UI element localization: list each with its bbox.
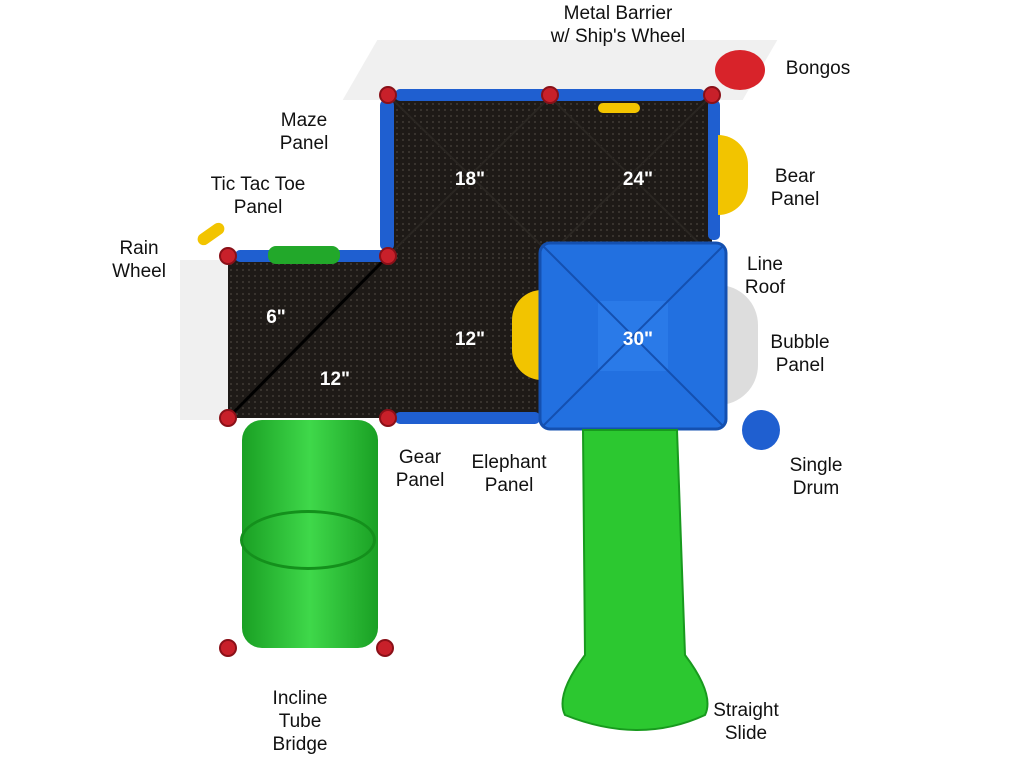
deck-height: 30": [622, 329, 654, 350]
post: [379, 409, 397, 427]
deck-upper: [388, 95, 712, 255]
elephant-panel: [512, 290, 542, 380]
line-roof: [538, 241, 728, 431]
deck-height: 12": [454, 329, 486, 350]
post: [541, 86, 559, 104]
post: [219, 639, 237, 657]
post: [703, 86, 721, 104]
label-bongos: Bongos: [785, 58, 851, 79]
tube-ring: [240, 510, 376, 570]
single-drum: [742, 410, 780, 450]
deck-height: 12": [319, 369, 351, 390]
maze-panel-rail: [380, 100, 394, 250]
straight-slide: [561, 429, 709, 731]
deck-height: 18": [454, 169, 486, 190]
post: [219, 409, 237, 427]
deck-height: 6": [266, 307, 286, 328]
post: [376, 639, 394, 657]
post: [219, 247, 237, 265]
gear-elephant-rail: [395, 412, 540, 424]
bear-panel-rail: [708, 100, 720, 240]
post: [379, 86, 397, 104]
post: [379, 247, 397, 265]
shadow: [180, 260, 230, 420]
deck-height: 24": [622, 169, 654, 190]
ship-wheel: [598, 103, 640, 113]
tic-tac-toe-panel: [268, 246, 340, 264]
bongos: [715, 50, 765, 90]
